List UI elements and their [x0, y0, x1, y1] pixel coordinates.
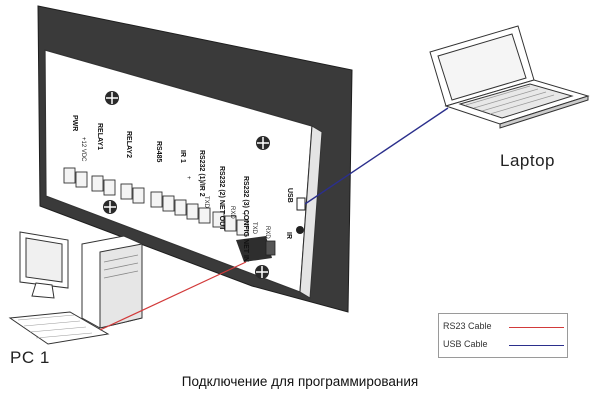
port-label-rs485: RS485 — [155, 141, 162, 163]
port-label-rs232-3: RS232 (3) CONFIG NET IN — [242, 176, 249, 262]
pin-label-txd: TXD — [251, 222, 257, 235]
pin-label-12vdc: +12 VDC — [80, 137, 86, 162]
port-label-ir: IR — [285, 232, 292, 239]
screw-icon — [256, 136, 270, 150]
cable-legend: RS23 Cable USB Cable — [438, 313, 568, 358]
ir-sensor — [296, 226, 304, 234]
legend-swatch-red — [509, 327, 564, 328]
usb-port — [296, 197, 306, 211]
pin-label-plus: + — [240, 212, 246, 216]
port-label-ir1: IR 1 — [179, 150, 186, 163]
pin-label-txd: TXD — [203, 196, 209, 209]
screw-icon — [105, 91, 119, 105]
laptop-label: Laptop — [500, 151, 555, 170]
port-label-relay1: RELAY1 — [96, 123, 103, 150]
pin-label-rxd: RXD — [229, 206, 235, 219]
legend-item-usb: USB Cable — [439, 339, 569, 353]
port-label-pwr: PWR — [71, 115, 78, 131]
terminal-block — [63, 167, 249, 236]
serial-connector — [236, 236, 276, 262]
device-side — [299, 125, 323, 299]
screw-icon — [103, 200, 117, 214]
legend-item-rs232: RS23 Cable — [439, 321, 569, 335]
desktop-pc-icon — [8, 231, 143, 345]
screw-icon — [255, 265, 269, 279]
legend-label: RS23 Cable — [443, 321, 492, 331]
port-label-rs232-1: RS232 (1)/IR 2 — [198, 150, 205, 197]
pin-label-rxd: RXD — [264, 226, 270, 239]
legend-swatch-blue — [509, 345, 564, 346]
usb-cable — [304, 107, 449, 205]
port-label-relay2: RELAY2 — [125, 131, 132, 158]
rs232-cable — [99, 261, 247, 331]
port-label-usb: USB — [286, 188, 293, 203]
laptop-icon — [429, 25, 590, 129]
pin-label-plus: + — [185, 176, 191, 180]
port-label-rs232-2: RS232 (2) NET OUT — [218, 166, 225, 231]
legend-label: USB Cable — [443, 339, 488, 349]
diagram-caption: Подключение для программирования — [181, 374, 419, 389]
pc-label: PC 1 — [10, 348, 50, 367]
